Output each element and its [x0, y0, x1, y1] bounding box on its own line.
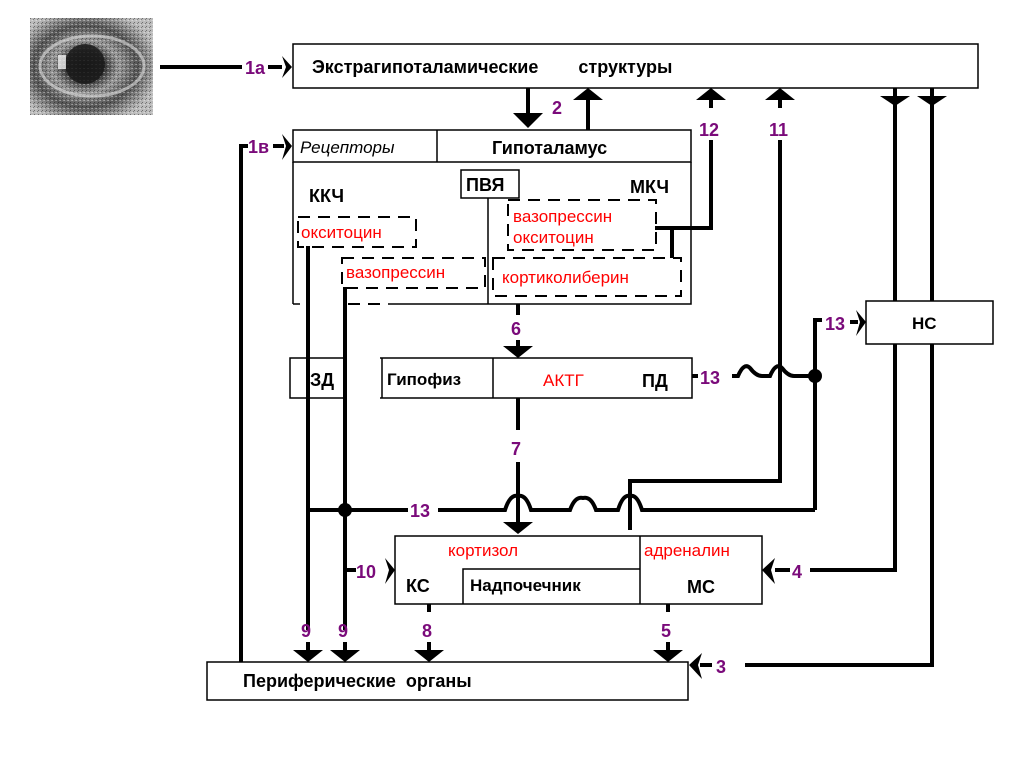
arrow-2-up [573, 88, 603, 100]
pituitary-label: Гипофиз [387, 370, 461, 389]
adrenal-label: Надпочечник [470, 576, 581, 595]
adrenal-inner-border [462, 568, 640, 604]
vasopressin-kkch-box [341, 257, 486, 289]
extrahypothalamic-box [292, 43, 979, 89]
peripheral-organs-label: Периферические органы [243, 671, 472, 691]
oxytocin-kkch-label: окситоцин [301, 223, 382, 242]
actg-label: АКТГ [543, 371, 584, 390]
arrow-13-ns [856, 310, 866, 336]
label-7: 7 [511, 439, 521, 459]
label-13-ns: 13 [825, 314, 845, 334]
corticoliberin-label: кортиколиберин [502, 268, 629, 287]
pituitary-gap [344, 356, 380, 400]
oxytocin-kkch-box [297, 216, 417, 248]
connector-11 [628, 140, 782, 530]
ns-label: НС [912, 314, 937, 333]
label-12: 12 [699, 120, 719, 140]
label-2: 2 [552, 98, 562, 118]
arrow-6 [503, 346, 533, 358]
connector-4 [810, 88, 897, 572]
label-9b: 9 [338, 621, 348, 641]
arrow-8 [414, 650, 444, 662]
kkch-label: ККЧ [309, 186, 344, 206]
hypothalamus-header [292, 129, 692, 163]
arrow-4 [762, 558, 775, 584]
arrow-5 [653, 650, 683, 662]
receptors-label: Рецепторы [300, 138, 395, 157]
pvn-box [460, 169, 520, 199]
label-1a: 1а [245, 58, 266, 78]
mkch-label: МКЧ [630, 177, 669, 197]
label-13-h: 13 [410, 501, 430, 521]
connector-1v [239, 144, 248, 662]
corticoliberin-box [492, 257, 682, 297]
connector-13-wave [732, 364, 815, 378]
label-10: 10 [356, 562, 376, 582]
eye-image [30, 18, 153, 115]
extrahypothalamic-label: Экстрагипоталамические структуры [312, 57, 672, 77]
arrow-1a [282, 56, 292, 78]
peripheral-organs-box [206, 661, 689, 701]
label-1v: 1в [248, 137, 269, 157]
vasopressin-mkch-label: вазопрессин [513, 207, 612, 226]
arrow-2-down [513, 113, 543, 128]
connector-13-ns [813, 318, 822, 376]
zd-label: ЗД [310, 370, 334, 390]
arrow-11 [765, 88, 795, 100]
ks-label: КС [406, 576, 430, 596]
oxytocin-mkch-label: окситоцин [513, 228, 594, 247]
hypothalamus-label: Гипоталамус [492, 138, 607, 158]
connector-3 [745, 88, 934, 667]
label-9a: 9 [301, 621, 311, 641]
arrow-7 [503, 522, 533, 534]
vasopressin-kkch-label: вазопрессин [346, 263, 445, 282]
cortisol-label: кортизол [448, 541, 518, 560]
hypothalamus-right-border [488, 162, 692, 305]
vasopressin-oxytocin-mkch-box [507, 199, 657, 251]
pd-label: ПД [642, 371, 668, 391]
adrenaline-label: адреналин [644, 541, 730, 560]
arrow-9b [330, 650, 360, 662]
connector-13-bumps [438, 493, 815, 512]
arrow-3 [689, 653, 702, 679]
arrow-12 [696, 88, 726, 100]
label-6: 6 [511, 319, 521, 339]
arrow-9a [293, 650, 323, 662]
label-5: 5 [661, 621, 671, 641]
arrow-1v [282, 134, 292, 160]
label-11: 11 [769, 120, 788, 140]
arrow-10 [385, 558, 395, 584]
adrenal-box [394, 535, 763, 605]
label-13-pd: 13 [700, 368, 720, 388]
label-3: 3 [716, 657, 726, 677]
pvn-label: ПВЯ [466, 175, 504, 195]
ns-box [865, 300, 994, 345]
label-4: 4 [792, 562, 802, 582]
label-8: 8 [422, 621, 432, 641]
ms-label: МС [687, 577, 715, 597]
